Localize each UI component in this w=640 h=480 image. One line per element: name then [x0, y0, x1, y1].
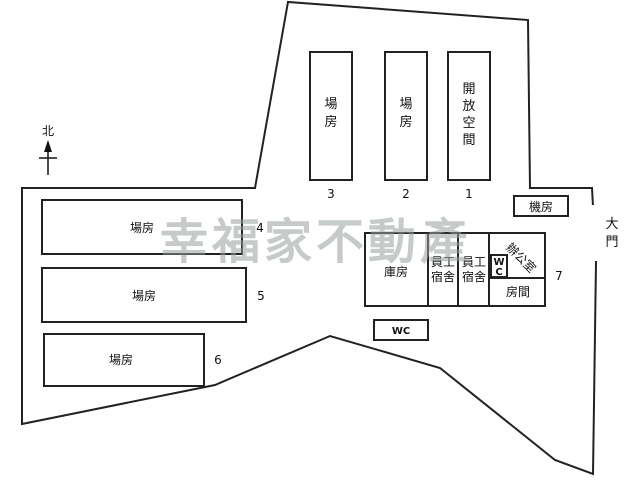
warehouse-top-3-label-a: 場 — [324, 97, 337, 112]
number-3: 3 — [327, 187, 335, 201]
compass-label: 北 — [42, 124, 54, 138]
dorm-1-label-b: 宿舍 — [431, 269, 455, 284]
warehouse-top-2-label-b: 房 — [399, 114, 412, 130]
warehouse-left-2 — [41, 267, 247, 323]
number-1: 1 — [465, 187, 473, 201]
wc-small — [490, 254, 508, 278]
open-space-label-a: 開 — [462, 82, 475, 97]
watermark: 幸福家不動產 — [160, 214, 472, 270]
warehouse-top-2 — [384, 51, 428, 181]
open-space-label-b: 放 — [462, 99, 475, 114]
warehouse-left-1 — [41, 199, 243, 255]
wc-bottom-label: WC — [392, 326, 410, 337]
number-4: 4 — [256, 221, 264, 235]
dorm-2-label-b: 宿舍 — [462, 269, 486, 284]
machine-room — [513, 195, 569, 217]
central-block — [364, 232, 546, 307]
gate-label-2: 門 — [605, 235, 618, 250]
compass-arrowhead-icon — [44, 140, 52, 152]
compass: 北 — [39, 124, 57, 175]
number-5: 5 — [257, 289, 265, 303]
room-label: 房間 — [506, 284, 530, 299]
warehouse-top-2-label-a: 場 — [399, 97, 412, 112]
warehouse-top-3-label-b: 房 — [324, 114, 337, 130]
machine-room-label: 機房 — [529, 199, 553, 214]
gate-label-1: 大 — [605, 217, 618, 232]
open-space — [447, 51, 491, 181]
open-space-label-c: 空 — [462, 116, 475, 131]
wc-small-label-b: C — [495, 267, 502, 278]
number-6: 6 — [214, 353, 222, 367]
open-space-label-d: 間 — [462, 133, 475, 148]
number-7: 7 — [555, 269, 563, 283]
warehouse-left-1-label: 場房 — [130, 220, 154, 235]
wc-small-label-a: W — [493, 257, 504, 268]
storage-label: 庫房 — [384, 264, 408, 279]
warehouse-left-3 — [43, 333, 205, 387]
site-boundary — [21, 0, 598, 476]
warehouse-left-3-label: 場房 — [109, 352, 133, 367]
dorm-1-label-a: 員工 — [431, 255, 455, 269]
dorm-2-label-a: 員工 — [462, 255, 486, 269]
warehouse-top-3 — [309, 51, 353, 181]
warehouse-left-2-label: 場房 — [132, 288, 156, 303]
gate-opening — [590, 205, 598, 261]
wc-bottom — [373, 319, 429, 341]
number-2: 2 — [402, 187, 410, 201]
